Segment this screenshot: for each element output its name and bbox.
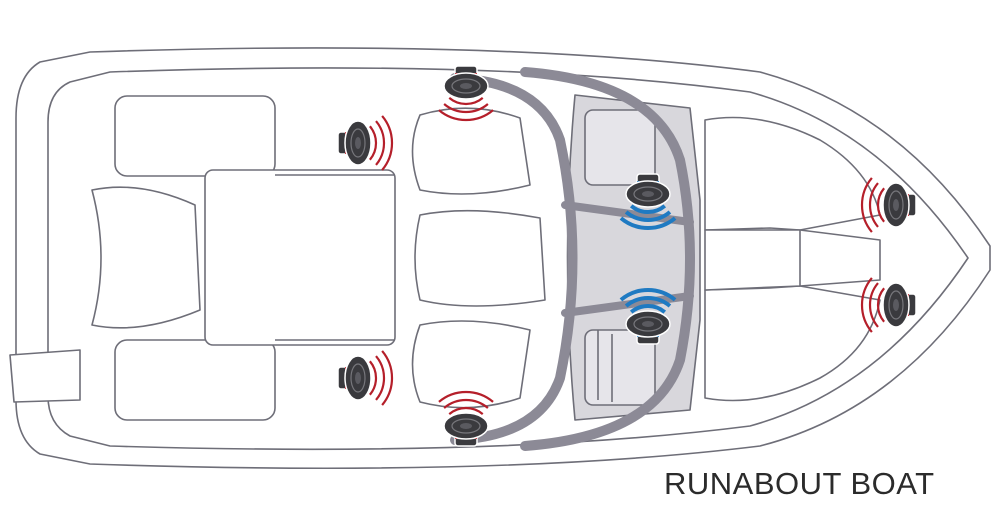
sound-wave-icon	[369, 350, 394, 406]
sound-wave-icon	[619, 204, 677, 230]
rear-bench	[204, 169, 396, 346]
sound-wave-icon	[369, 115, 394, 171]
seat-top	[411, 107, 531, 195]
console-top	[584, 109, 656, 186]
seat-center	[414, 209, 546, 307]
seat-bottom	[411, 320, 531, 409]
speakers-layer	[337, 65, 917, 447]
diagram-title: RUNABOUT BOAT	[664, 466, 935, 501]
sound-wave-icon	[438, 390, 494, 415]
speaker-tower-bottom	[619, 288, 677, 345]
speaker-tower-top	[619, 173, 677, 230]
console-bottom	[584, 329, 656, 406]
sound-wave-icon	[860, 177, 885, 233]
speaker-bow-lower	[860, 277, 917, 333]
sound-wave-icon	[860, 277, 885, 333]
bow-floor	[704, 229, 881, 291]
sound-wave-icon	[619, 288, 677, 314]
engine-cover	[91, 186, 201, 329]
speaker-bow-upper	[860, 177, 917, 233]
rear-seat-top	[114, 95, 276, 177]
rear-seat-bottom	[114, 339, 276, 421]
speaker-front-right-bottom	[438, 390, 494, 447]
speaker-bow-seat-right	[337, 350, 394, 406]
speaker-bow-seat-left	[337, 115, 394, 171]
speaker-front-left-top	[438, 65, 494, 122]
stern-step	[9, 349, 81, 403]
sound-wave-icon	[438, 97, 494, 122]
